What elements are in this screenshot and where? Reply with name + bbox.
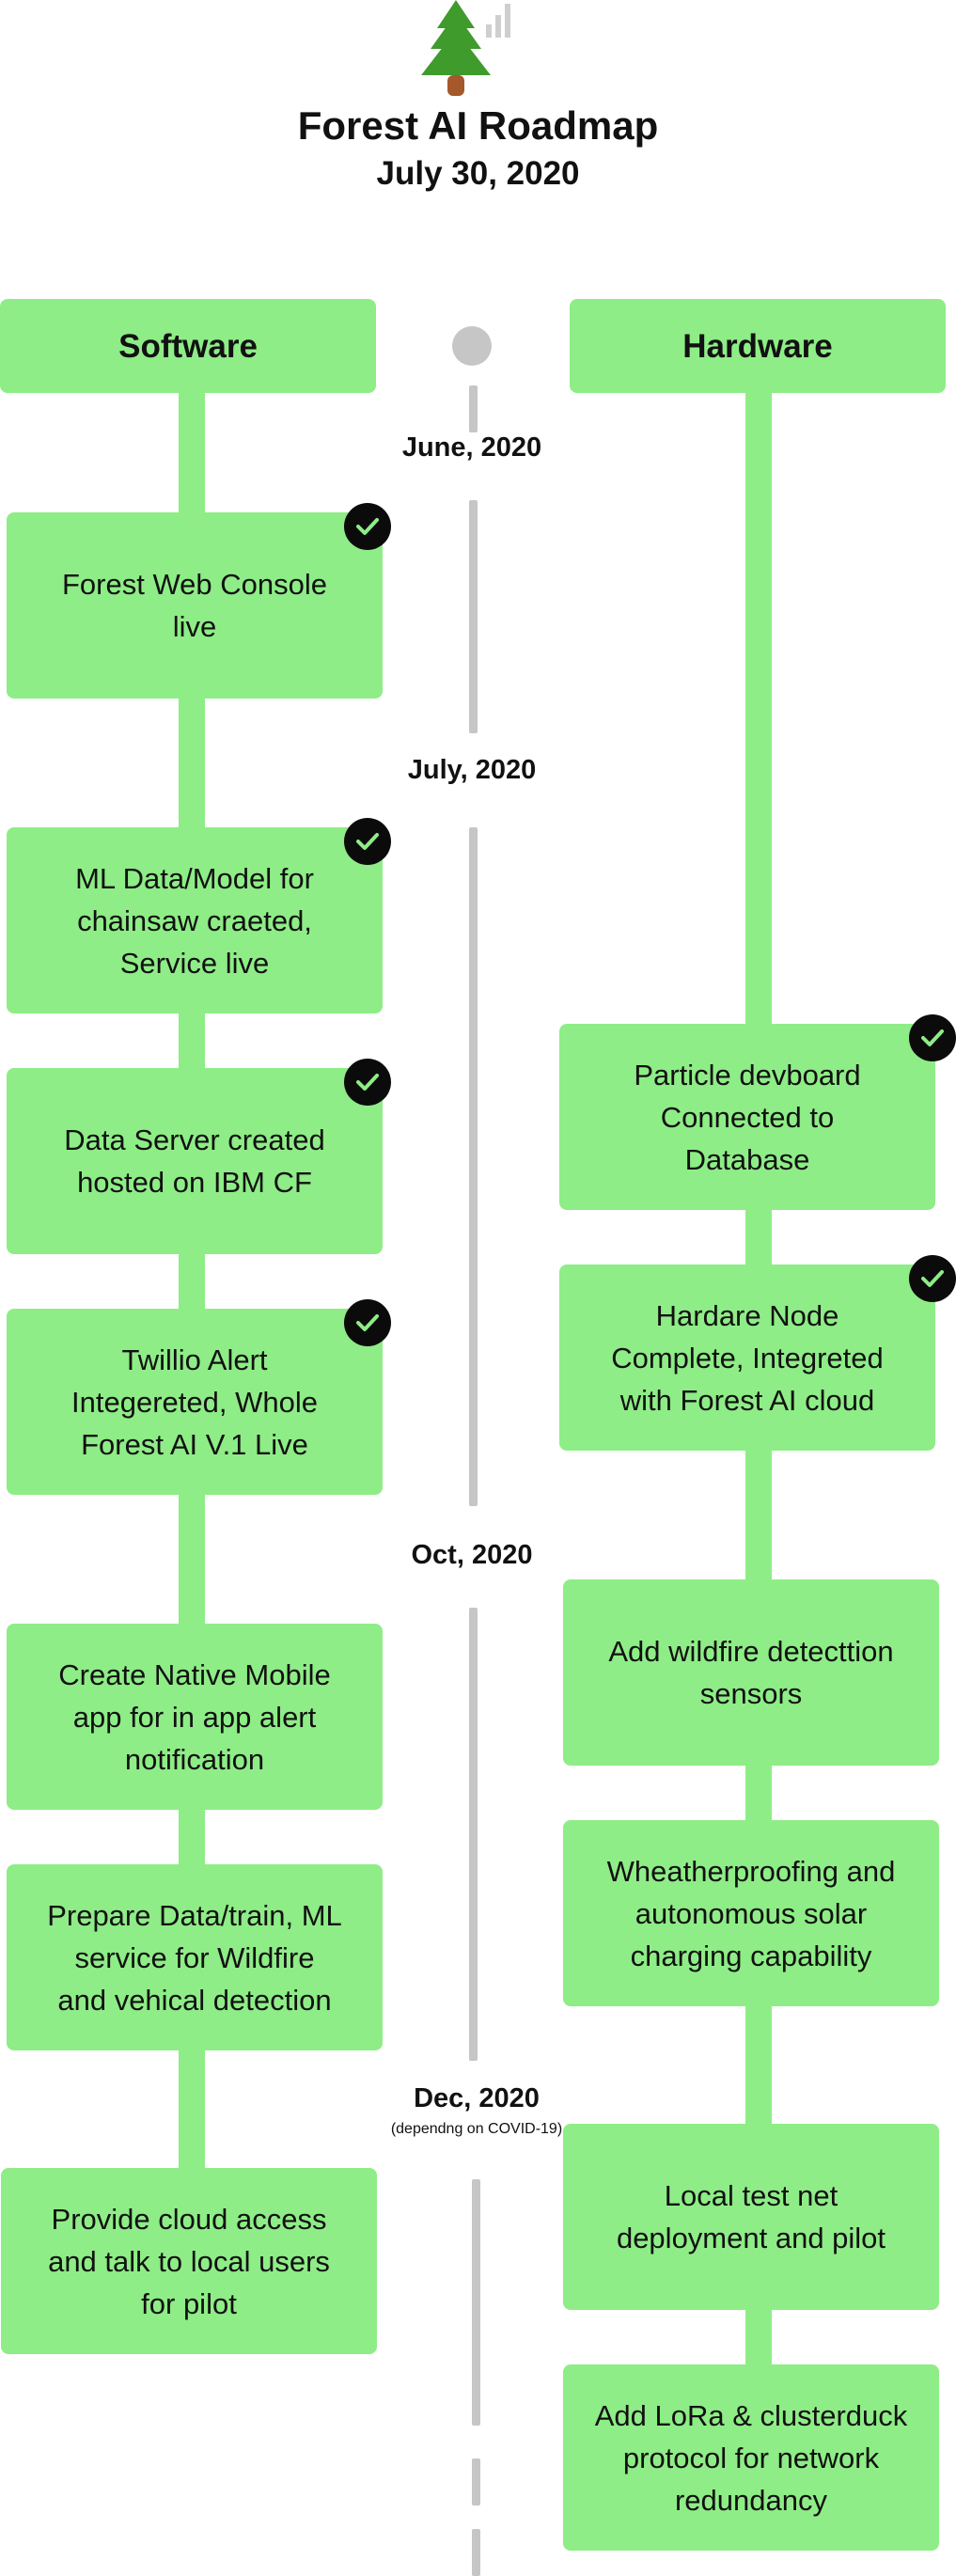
software-item: Data Server created hosted on IBM CF <box>7 1068 383 1254</box>
timeline-segment <box>472 2529 480 2576</box>
timeline-segment <box>469 1608 478 2061</box>
check-icon <box>909 1014 956 1061</box>
hardware-item: Hardare Node Complete, Integreted with F… <box>559 1264 935 1451</box>
timeline-segment <box>469 500 478 733</box>
tree-logo-icon <box>421 0 491 96</box>
timeline-segment <box>469 385 478 432</box>
timeline-segment <box>469 827 478 1506</box>
software-item: Forest Web Console live <box>7 512 383 699</box>
timeline-date-dec-note: (dependng on COVID-19) <box>390 2121 563 2137</box>
timeline-date-july: July, 2020 <box>407 755 537 785</box>
software-item: Prepare Data/train, ML service for Wildf… <box>7 1864 383 2050</box>
timeline-segment <box>472 2179 480 2426</box>
page-date: July 30, 2020 <box>376 155 580 192</box>
timeline-date-june: June, 2020 <box>401 432 542 463</box>
check-icon <box>344 818 391 865</box>
software-item: ML Data/Model for chainsaw craeted, Serv… <box>7 827 383 1013</box>
check-icon <box>344 503 391 550</box>
hardware-item: Wheatherproofing and autonomous solar ch… <box>563 1820 939 2006</box>
signal-bars-icon <box>486 4 510 38</box>
hardware-item: Local test net deployment and pilot <box>563 2124 939 2310</box>
check-icon <box>344 1059 391 1106</box>
hardware-item: Add wildfire detecttion sensors <box>563 1579 939 1766</box>
hardware-column-header: Hardware <box>570 299 946 393</box>
timeline-date-dec: Dec, 2020 <box>414 2083 540 2113</box>
hardware-item: Add LoRa & clusterduck protocol for netw… <box>563 2364 939 2551</box>
software-item: Create Native Mobile app for in app aler… <box>7 1624 383 1810</box>
software-item: Twillio Alert Integereted, Whole Forest … <box>7 1309 383 1495</box>
timeline-start-dot <box>452 326 492 366</box>
check-icon <box>909 1255 956 1302</box>
timeline-segment <box>472 2458 480 2505</box>
page-title: Forest AI Roadmap <box>297 103 659 148</box>
hardware-item: Particle devboard Connected to Database <box>559 1024 935 1210</box>
check-icon <box>344 1299 391 1346</box>
timeline-date-oct: Oct, 2020 <box>411 1540 533 1570</box>
software-column-header: Software <box>0 299 376 393</box>
software-item: Provide cloud access and talk to local u… <box>1 2168 377 2354</box>
